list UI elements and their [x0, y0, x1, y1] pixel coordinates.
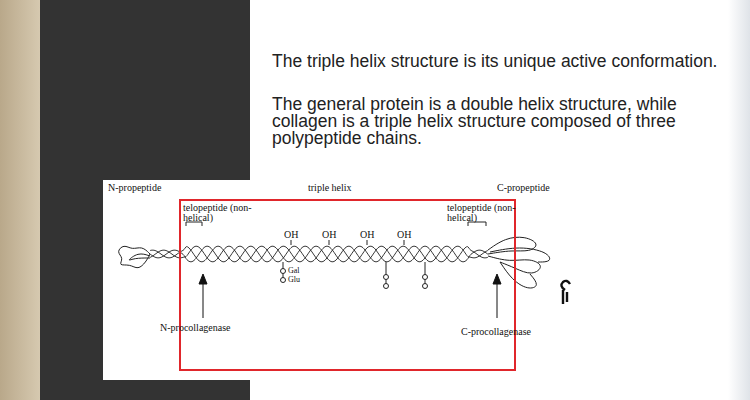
figure-label: telopeptide (non-helical): [447, 203, 517, 223]
c-propeptide-loop: [500, 262, 536, 288]
figure-label: OH: [397, 230, 411, 240]
figure-label: OH: [360, 230, 374, 240]
figure-label: OH: [322, 230, 336, 240]
figure-label: Gal: [288, 267, 300, 275]
beige-strip: [0, 0, 40, 400]
figure-label: triple helix: [308, 183, 352, 193]
helix-drawing: [119, 237, 570, 304]
figure-label: N-propeptide: [108, 183, 161, 193]
polypeptide-strand: [150, 246, 488, 262]
highlight-frame: [180, 200, 515, 370]
oh-ticks: [291, 240, 404, 245]
c-propeptide-loop: [490, 248, 550, 262]
terminal-knot: [561, 281, 570, 304]
figure-label: telopeptide (non-helical): [183, 203, 253, 223]
sugar-chains: [281, 262, 428, 289]
n-propeptide-globule: [119, 246, 150, 267]
figure-label: C-procollagenase: [461, 327, 531, 337]
n-propeptide-globule: [129, 254, 150, 260]
figure-label: N-procollagenase: [160, 323, 231, 333]
polypeptide-strand: [150, 246, 488, 262]
side-shade: [728, 0, 750, 400]
polypeptide-strand: [150, 246, 488, 262]
cleavage-arrows: [199, 274, 501, 318]
body-paragraph: The general protein is a double helix st…: [272, 96, 727, 147]
c-propeptide-loop: [488, 237, 536, 254]
figure-label: C-propeptide: [497, 183, 550, 193]
figure-label: OH: [284, 230, 298, 240]
figure-label: Glu: [288, 276, 300, 284]
figure-ground: [103, 180, 570, 380]
body-paragraph: The triple helix structure is its unique…: [272, 53, 727, 70]
